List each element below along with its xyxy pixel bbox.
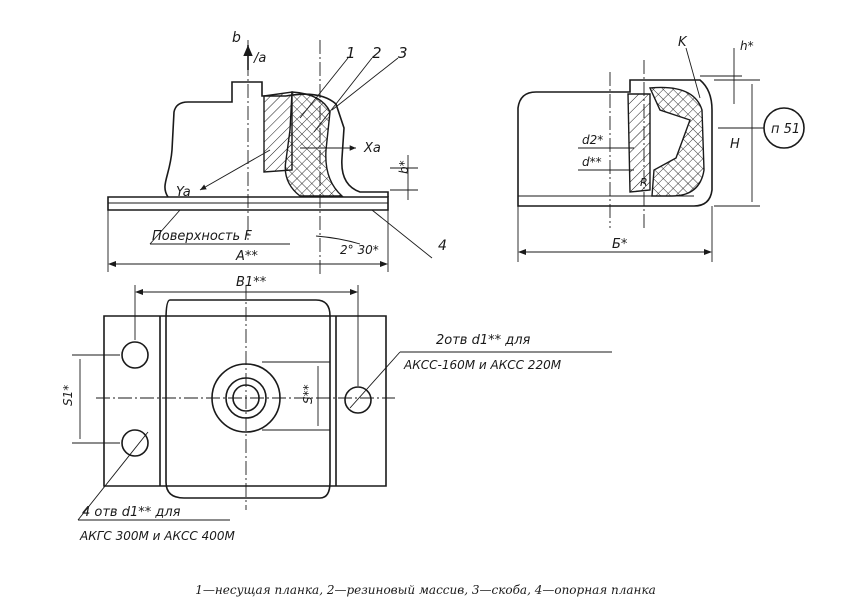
label-ya: Ya — [176, 185, 191, 200]
label-b-star: b* — [397, 160, 411, 174]
label-b-dim: Б* — [612, 237, 628, 252]
right-section-view — [517, 47, 764, 262]
label-holes4-line1: 4 отв d1** для — [82, 505, 181, 520]
label-axis-la: /a — [253, 51, 266, 66]
label-angle: 2° 30* — [340, 243, 379, 257]
callout-circle — [763, 107, 805, 149]
label-s1: S1* — [61, 385, 75, 406]
left-section-view — [107, 40, 433, 275]
label-part-2: 2 — [372, 44, 382, 62]
label-callout: п 51 — [771, 122, 800, 137]
label-part-4: 4 — [438, 238, 447, 254]
label-holes2-line1: 2отв d1** для — [436, 333, 531, 348]
label-h-dim: H — [730, 137, 740, 152]
label-h-star: h* — [740, 39, 754, 53]
label-part-3: 3 — [398, 44, 408, 62]
label-holes2-line2: АКСС-160М и АКСС 220М — [403, 358, 562, 372]
label-b1: B1** — [236, 275, 267, 290]
plan-view — [72, 285, 612, 521]
label-a-dim: A** — [235, 249, 258, 264]
label-holes4-line2: АКГС 300М и АКСС 400М — [79, 529, 235, 543]
label-r: R — [640, 176, 648, 189]
label-part-1: 1 — [346, 44, 356, 62]
label-surface-f: Поверхность F — [152, 229, 252, 244]
label-xa: Xa — [363, 141, 381, 156]
label-axis-b: b — [232, 30, 241, 46]
label-d: d** — [582, 155, 602, 169]
label-k: K — [678, 35, 688, 50]
figure-caption: 1—несущая планка, 2—резиновый массив, 3—… — [195, 583, 656, 597]
label-s: S** — [301, 384, 315, 404]
label-d2: d2* — [582, 133, 603, 147]
labels: b /a 1 2 3 Xa Ya b* 4 Поверхность F A** … — [61, 30, 805, 543]
